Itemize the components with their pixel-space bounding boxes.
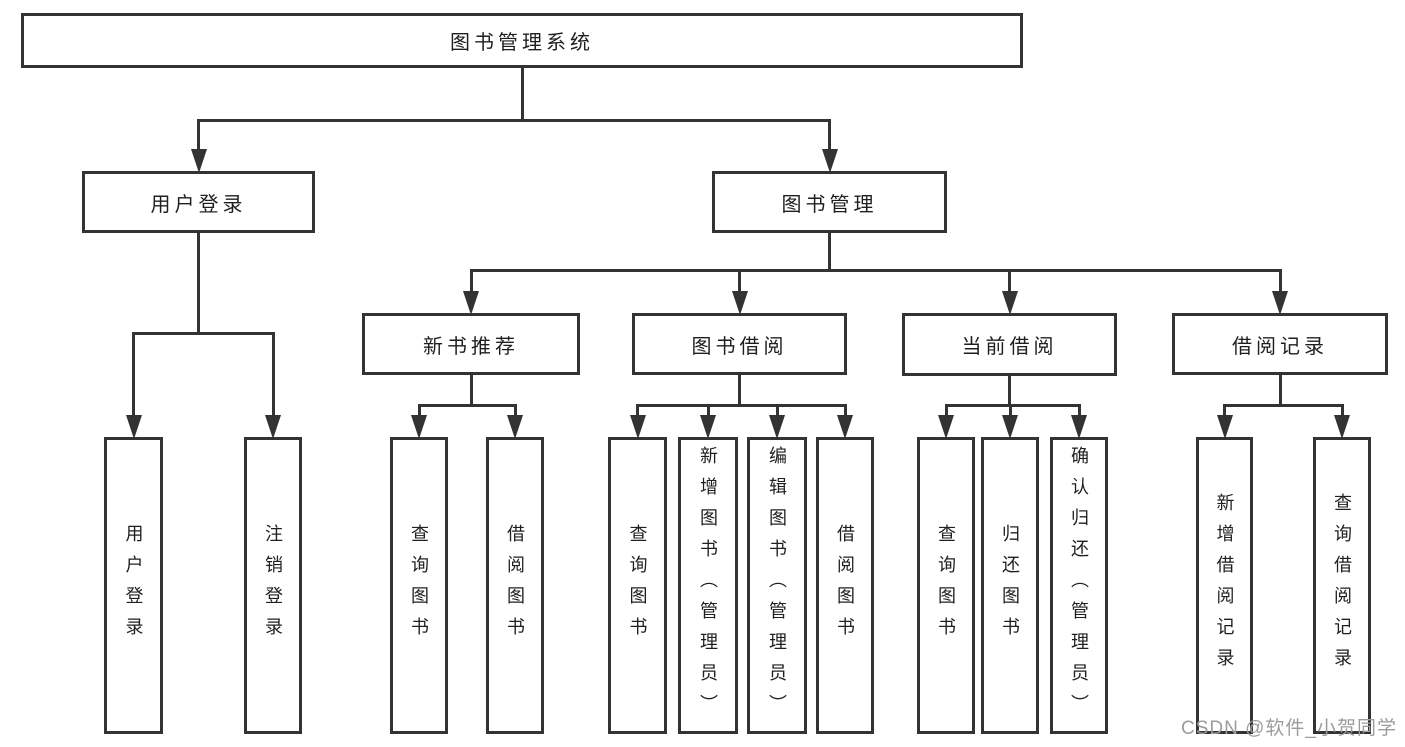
- connector-drop: [1008, 404, 1012, 421]
- connector-drop: [828, 119, 831, 155]
- connector-bar: [1223, 404, 1344, 407]
- arrowhead-down-icon: [190, 149, 207, 173]
- node-label: 查询图书: [409, 523, 429, 648]
- connector-drop: [197, 119, 200, 155]
- node-label: 编辑图书（管理员）: [767, 446, 787, 725]
- arrowhead-down-icon: [507, 415, 523, 439]
- node-current-borrow: 当前借阅: [902, 313, 1117, 376]
- node-cb-query: 查询图书: [917, 437, 975, 734]
- arrowhead-down-icon: [938, 415, 954, 439]
- node-label: 归还图书: [1000, 523, 1020, 648]
- node-label: 新书推荐: [423, 335, 519, 358]
- node-label: 用户登录: [150, 193, 247, 216]
- connector-drop: [775, 404, 779, 421]
- connector-drop: [843, 404, 847, 421]
- node-label: 查询图书: [627, 523, 648, 648]
- node-label: 注销登录: [263, 523, 283, 648]
- arrowhead-down-icon: [1001, 291, 1018, 315]
- arrowhead-down-icon: [837, 415, 853, 439]
- arrowhead-down-icon: [629, 415, 646, 439]
- node-bb-query: 查询图书: [608, 437, 667, 734]
- connector-bar: [944, 404, 1081, 407]
- connector-bar: [197, 119, 831, 122]
- connector-drop: [132, 332, 135, 421]
- node-label: 查询借阅记录: [1332, 492, 1352, 679]
- node-label: 借阅图书: [505, 523, 525, 648]
- arrowhead-down-icon: [1272, 291, 1288, 315]
- arrowhead-down-icon: [1071, 415, 1087, 439]
- connector-drop: [271, 332, 275, 421]
- arrowhead-down-icon: [265, 415, 281, 439]
- arrowhead-down-icon: [463, 291, 479, 315]
- connector-drop: [469, 269, 473, 297]
- node-label: 用户登录: [123, 523, 144, 648]
- node-label: 查询图书: [936, 523, 956, 648]
- node-new-rec: 新书推荐: [362, 313, 580, 375]
- node-label: 新增借阅记录: [1214, 492, 1235, 679]
- arrowhead-down-icon: [1216, 415, 1233, 439]
- arrowhead-down-icon: [821, 149, 838, 173]
- connector-stub: [1008, 376, 1011, 407]
- node-label: 新增图书（管理员）: [698, 446, 718, 725]
- connector-bar: [132, 332, 275, 335]
- node-login-op: 用户登录: [104, 437, 163, 734]
- connector-bar: [636, 404, 847, 407]
- node-label: 借阅记录: [1232, 335, 1328, 358]
- node-book-borrow: 图书借阅: [632, 313, 847, 375]
- node-label: 确认归还（管理员）: [1069, 446, 1089, 725]
- connector-drop: [1077, 404, 1081, 421]
- connector-drop: [1223, 404, 1226, 421]
- node-borrow-records: 借阅记录: [1172, 313, 1388, 375]
- watermark: CSDN @软件_小贺同学: [1181, 718, 1397, 739]
- connector-drop: [706, 404, 710, 421]
- arrowhead-down-icon: [411, 415, 427, 439]
- node-nr-query: 查询图书: [390, 437, 448, 734]
- node-cb-confirm: 确认归还（管理员）: [1050, 437, 1108, 734]
- node-label: 图书管理系统: [450, 32, 594, 54]
- node-label: 借阅图书: [835, 523, 855, 648]
- connector-drop: [636, 404, 639, 421]
- connector-drop: [417, 404, 421, 421]
- connector-stub: [197, 233, 200, 335]
- node-label: 图书管理: [781, 193, 878, 216]
- arrowhead-down-icon: [1334, 415, 1350, 439]
- node-system: 图书管理系统: [21, 13, 1023, 68]
- connector-drop: [1278, 269, 1282, 297]
- arrowhead-down-icon: [700, 415, 716, 439]
- connector-drop: [944, 404, 948, 421]
- connector-bar: [469, 269, 1282, 272]
- connector-drop: [1008, 269, 1011, 297]
- arrowhead-down-icon: [731, 291, 748, 315]
- node-cb-return: 归还图书: [981, 437, 1039, 734]
- connector-bar: [417, 404, 517, 407]
- connector-stub: [469, 375, 473, 407]
- node-label: 当前借阅: [961, 336, 1058, 358]
- connector-stub: [738, 375, 741, 407]
- node-user-login: 用户登录: [82, 171, 315, 233]
- node-bb-add: 新增图书（管理员）: [678, 437, 738, 734]
- node-nr-borrow: 借阅图书: [486, 437, 544, 734]
- connector-stub: [1278, 375, 1282, 407]
- connector-drop: [513, 404, 517, 421]
- connector-drop: [738, 269, 741, 297]
- arrowhead-down-icon: [125, 415, 142, 439]
- node-book-mgmt: 图书管理: [712, 171, 947, 233]
- node-br-query: 查询借阅记录: [1313, 437, 1371, 734]
- node-logout-op: 注销登录: [244, 437, 302, 734]
- node-br-add: 新增借阅记录: [1196, 437, 1253, 734]
- node-bb-borrow: 借阅图书: [816, 437, 874, 734]
- node-label: 图书借阅: [691, 335, 788, 358]
- connector-drop: [1340, 404, 1344, 421]
- arrowhead-down-icon: [769, 415, 785, 439]
- connector-stub: [520, 68, 524, 122]
- node-bb-edit: 编辑图书（管理员）: [747, 437, 807, 734]
- arrowhead-down-icon: [1002, 415, 1018, 439]
- connector-stub: [828, 233, 831, 272]
